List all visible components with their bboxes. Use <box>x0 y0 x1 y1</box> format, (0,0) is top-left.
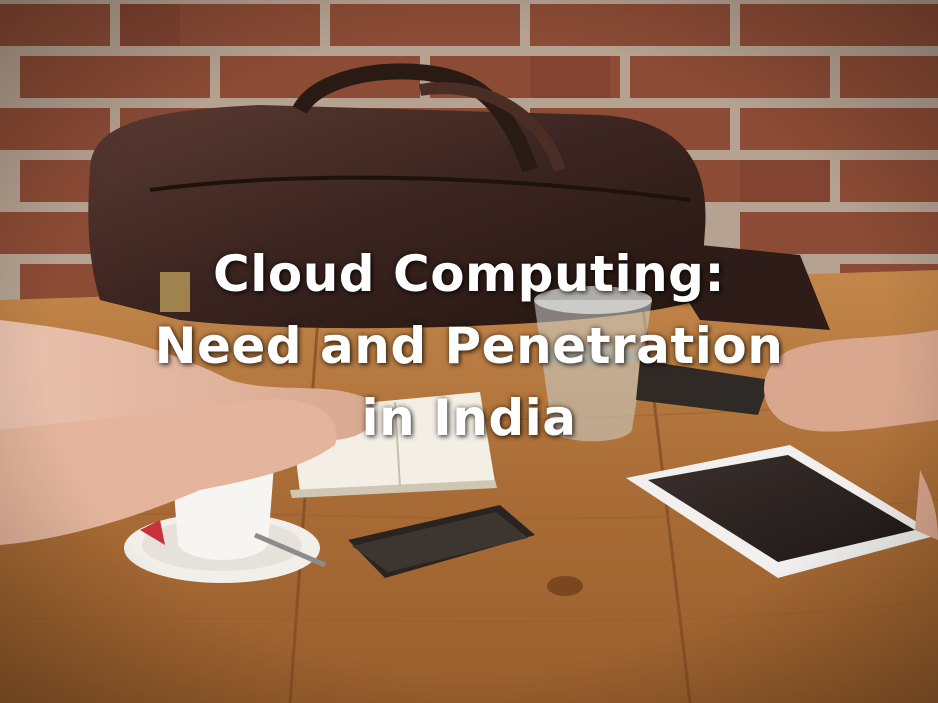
slide-title-line-3: in India <box>361 389 577 447</box>
slide-title: Cloud Computing: Need and Penetration in… <box>0 238 938 454</box>
slide-title-line-1: Cloud Computing: <box>213 245 725 303</box>
slide-title-line-2: Need and Penetration <box>154 317 784 375</box>
